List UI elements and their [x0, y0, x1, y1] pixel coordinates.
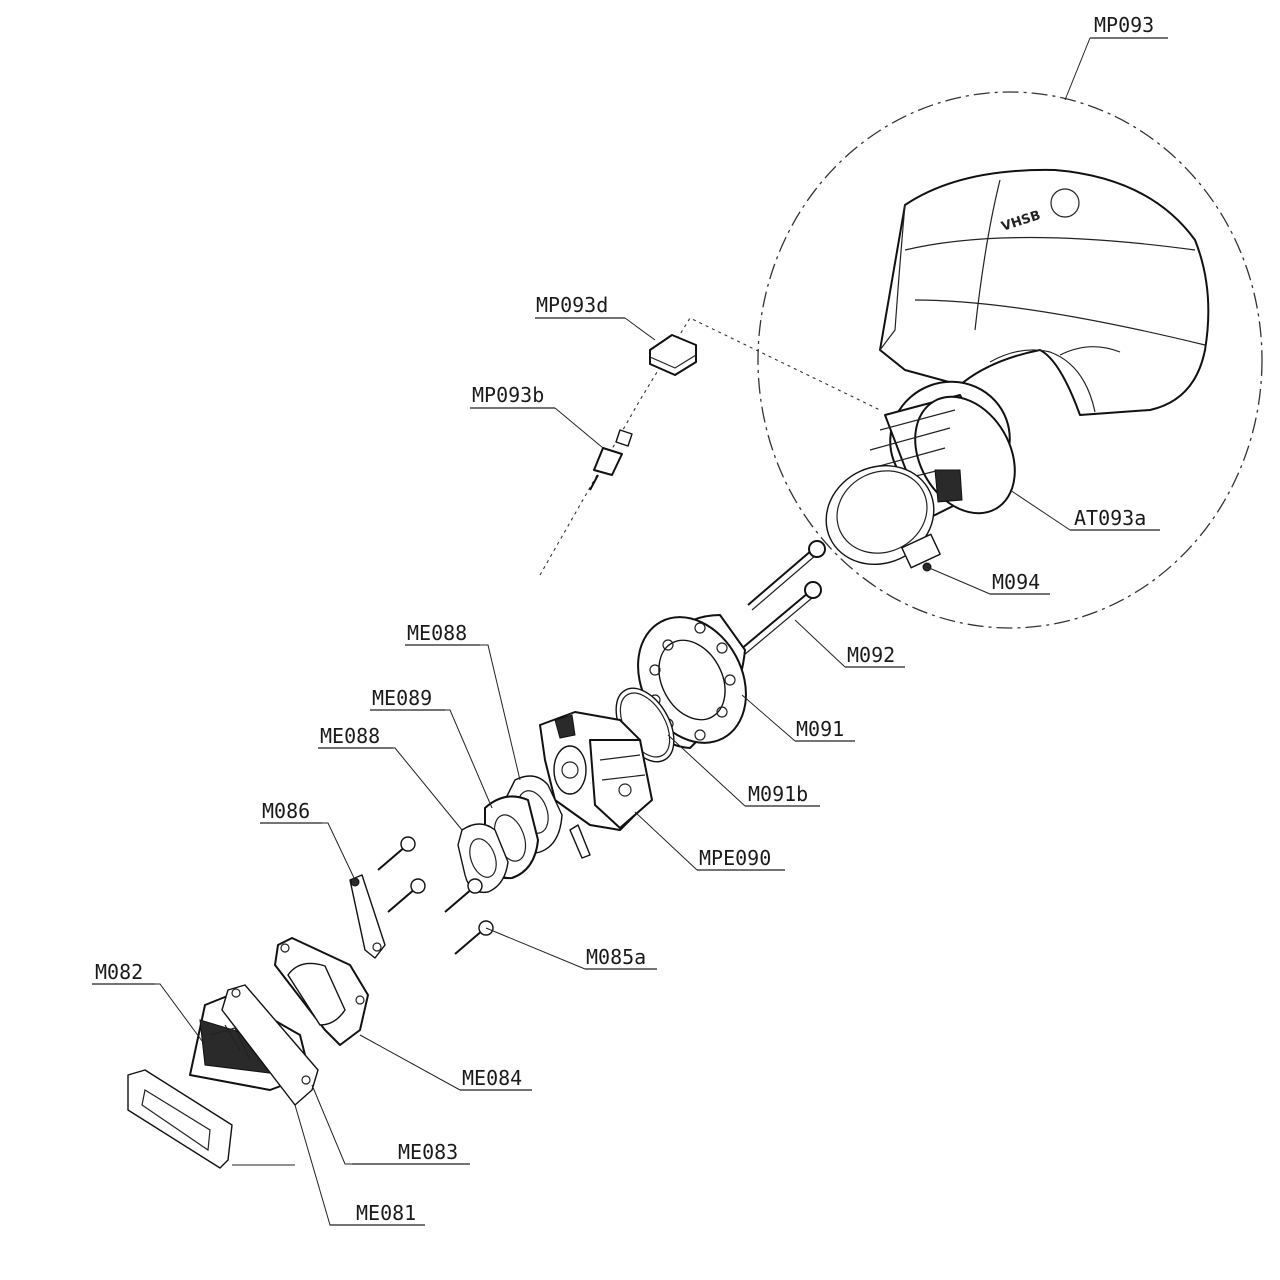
short-screw-1: [377, 836, 416, 871]
label-me081: ME081: [356, 1201, 416, 1225]
label-m092: M092: [847, 643, 895, 667]
label-me084: ME084: [462, 1066, 522, 1090]
label-me089: ME089: [372, 686, 432, 710]
short-screw-2: [387, 878, 426, 913]
label-underlines: [92, 37, 1168, 1226]
label-me088-lower: ME088: [320, 724, 380, 748]
label-m085a: M085a: [586, 945, 646, 969]
label-mpe090: MPE090: [699, 846, 771, 870]
label-mp093: MP093: [1094, 13, 1154, 37]
short-screw-4: [454, 920, 494, 955]
base-gasket: [127, 1069, 233, 1169]
label-m091: M091: [796, 717, 844, 741]
label-me088-upper: ME088: [407, 621, 467, 645]
long-screw-upper: [747, 540, 826, 611]
nipple-fitting: [589, 429, 633, 491]
bracket: [349, 874, 386, 959]
airbox-group-boundary: [757, 91, 1263, 629]
label-m082: M082: [95, 960, 143, 984]
intake-manifold: [274, 937, 369, 1046]
hose-clamp: [825, 464, 941, 572]
air-filter-housing: VHSB: [879, 168, 1210, 416]
label-mp093b: MP093b: [472, 383, 544, 407]
label-m094: M094: [992, 570, 1040, 594]
carburetor: [539, 711, 653, 859]
spacer-plate: [221, 984, 319, 1106]
long-screw-lower: [739, 581, 822, 656]
short-screw-3: [444, 878, 483, 913]
cap-fitting: [649, 334, 697, 376]
label-m086: M086: [262, 799, 310, 823]
label-me083: ME083: [398, 1140, 458, 1164]
label-m091b: M091b: [748, 782, 808, 806]
label-mp093d: MP093d: [536, 293, 608, 317]
label-at093a: AT093a: [1074, 506, 1146, 530]
